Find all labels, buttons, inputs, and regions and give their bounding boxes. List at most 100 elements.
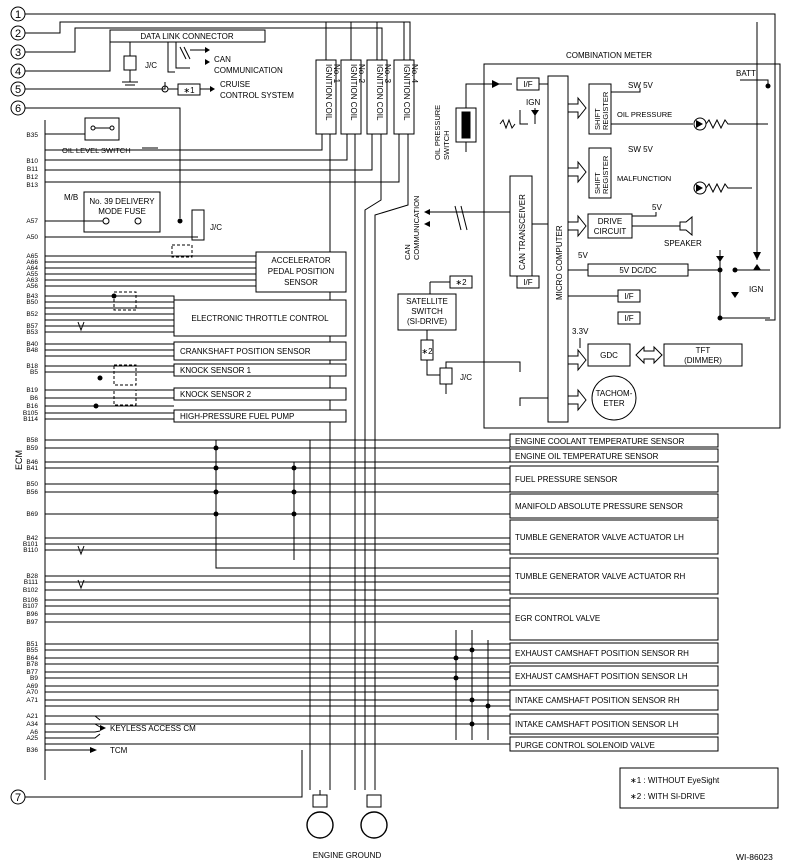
data-link-connector <box>109 29 266 43</box>
svg-text:TACHOM-: TACHOM- <box>596 389 633 398</box>
svg-text:ELECTRONIC THROTTLE CONTROL: ELECTRONIC THROTTLE CONTROL <box>191 314 329 323</box>
svg-text:4: 4 <box>15 66 21 78</box>
svg-text:SHIFT: SHIFT <box>593 172 602 194</box>
gdc <box>587 343 631 367</box>
svg-text:CAN: CAN <box>214 55 231 64</box>
svg-text:A71: A71 <box>26 697 38 704</box>
svg-text:TUMBLE GENERATOR VALVE ACTUATO: TUMBLE GENERATOR VALVE ACTUATOR RH <box>515 572 685 581</box>
right-sensor-boxes: ENGINE COOLANT TEMPERATURE SENSOR ENGINE… <box>509 433 719 752</box>
svg-text:B9: B9 <box>30 675 38 682</box>
engine-ground-1 <box>306 811 334 839</box>
svg-text:SWITCH: SWITCH <box>442 130 451 160</box>
svg-text:A55: A55 <box>26 271 38 278</box>
svg-text:(SI-DRIVE): (SI-DRIVE) <box>407 317 447 326</box>
connector-7: 7 <box>10 789 26 805</box>
svg-text:OIL LEVEL SWITCH: OIL LEVEL SWITCH <box>62 146 131 155</box>
svg-text:SENSOR: SENSOR <box>284 278 318 287</box>
crankshaft-position-sensor <box>173 341 347 361</box>
egr-control-valve <box>509 597 719 641</box>
svg-text:INTAKE CAMSHAFT POSITION SENSO: INTAKE CAMSHAFT POSITION SENSOR RH <box>515 696 680 705</box>
figure-code: WI-86023 <box>736 852 773 862</box>
svg-text:ETER: ETER <box>603 399 625 408</box>
svg-text:A65: A65 <box>26 253 38 260</box>
svg-text:ENGINE OIL TEMPERATURE SENSOR: ENGINE OIL TEMPERATURE SENSOR <box>515 452 659 461</box>
svg-text:B78: B78 <box>26 661 38 668</box>
svg-text:No. 39 DELIVERY: No. 39 DELIVERY <box>89 197 155 206</box>
footnote-2: ∗2 : WITH SI-DRIVE <box>630 792 705 801</box>
svg-text:INTAKE CAMSHAFT POSITION SENSO: INTAKE CAMSHAFT POSITION SENSOR LH <box>515 720 679 729</box>
ecm-label: ECM <box>14 450 24 470</box>
svg-text:B64: B64 <box>26 655 38 662</box>
svg-text:5V DC/DC: 5V DC/DC <box>619 266 657 275</box>
svg-text:B51: B51 <box>26 641 38 648</box>
svg-text:IGN: IGN <box>749 285 763 294</box>
svg-text:CRANKSHAFT POSITION SENSOR: CRANKSHAFT POSITION SENSOR <box>180 347 311 356</box>
svg-text:A6: A6 <box>30 729 38 736</box>
svg-text:OIL PRESSURE: OIL PRESSURE <box>433 105 442 160</box>
connector-5: 5 <box>10 81 26 97</box>
tgv-actuator-lh <box>509 519 719 555</box>
svg-text:6: 6 <box>15 103 21 115</box>
svg-text:B53: B53 <box>26 329 38 336</box>
svg-text:B10: B10 <box>26 158 38 165</box>
svg-text:B50: B50 <box>26 299 38 306</box>
svg-text:B114: B114 <box>23 416 38 423</box>
svg-text:B13: B13 <box>26 182 38 189</box>
svg-text:KNOCK SENSOR 2: KNOCK SENSOR 2 <box>180 390 252 399</box>
ignition-coil-3: IGNITION COIL No. 3 <box>366 59 392 135</box>
svg-text:B11: B11 <box>27 166 38 173</box>
micro-computer <box>547 75 569 423</box>
svg-text:A34: A34 <box>26 721 38 728</box>
tgv-actuator-rh <box>509 557 719 595</box>
svg-text:A56: A56 <box>26 283 38 290</box>
engine-oil-temp-sensor <box>509 448 719 463</box>
svg-text:CONTROL SYSTEM: CONTROL SYSTEM <box>220 91 294 100</box>
svg-text:DRIVE: DRIVE <box>598 217 622 226</box>
svg-text:EXHAUST CAMSHAFT POSITION SENS: EXHAUST CAMSHAFT POSITION SENSOR LH <box>515 672 688 681</box>
fuel-pressure-sensor <box>509 465 719 493</box>
svg-text:B52: B52 <box>26 311 38 318</box>
tcm-label: TCM <box>110 746 128 755</box>
svg-text:EXHAUST CAMSHAFT POSITION SENS: EXHAUST CAMSHAFT POSITION SENSOR RH <box>515 649 689 658</box>
tachometer <box>591 375 637 421</box>
exhaust-cam-sensor-lh <box>509 665 719 687</box>
svg-text:B50: B50 <box>26 481 38 488</box>
svg-text:3: 3 <box>15 47 21 59</box>
svg-text:5: 5 <box>15 84 21 96</box>
connector-6: 6 <box>10 100 26 116</box>
svg-text:I/F: I/F <box>523 80 532 89</box>
combination-meter <box>483 63 781 429</box>
knock-sensor-1 <box>173 363 347 377</box>
svg-text:A69: A69 <box>26 683 38 690</box>
svg-text:B41: B41 <box>26 465 38 472</box>
svg-text:M/B: M/B <box>64 193 78 202</box>
oil-level-switch <box>84 117 120 141</box>
svg-text:GDC: GDC <box>600 351 618 360</box>
svg-text:B46: B46 <box>26 459 38 466</box>
drive-circuit <box>587 213 633 239</box>
svg-text:B55: B55 <box>26 647 38 654</box>
footnote-box <box>619 767 779 809</box>
svg-text:IGNITION COIL: IGNITION COIL <box>375 64 384 121</box>
svg-text:B97: B97 <box>26 619 38 626</box>
svg-text:B101: B101 <box>23 541 39 548</box>
svg-text:3.3V: 3.3V <box>572 327 589 336</box>
svg-text:A63: A63 <box>26 277 38 284</box>
delivery-mode-fuse <box>83 191 161 233</box>
svg-text:FUEL PRESSURE SENSOR: FUEL PRESSURE SENSOR <box>515 475 618 484</box>
engine-ground-2 <box>360 811 388 839</box>
svg-text:IGNITION COIL: IGNITION COIL <box>349 64 358 121</box>
svg-text:A70: A70 <box>26 689 38 696</box>
svg-text:B111: B111 <box>24 579 39 586</box>
svg-text:B110: B110 <box>23 547 38 554</box>
svg-text:J/C: J/C <box>210 223 222 232</box>
ignition-coil-1: IGNITION COIL No. 1 <box>315 59 341 135</box>
shift-register-1 <box>588 83 612 135</box>
svg-text:B105: B105 <box>23 410 39 417</box>
svg-text:B56: B56 <box>26 489 38 496</box>
svg-text:CRUISE: CRUISE <box>220 80 250 89</box>
svg-text:A25: A25 <box>26 735 38 742</box>
svg-text:MALFUNCTION: MALFUNCTION <box>617 174 671 183</box>
high-pressure-fuel-pump <box>173 409 347 423</box>
